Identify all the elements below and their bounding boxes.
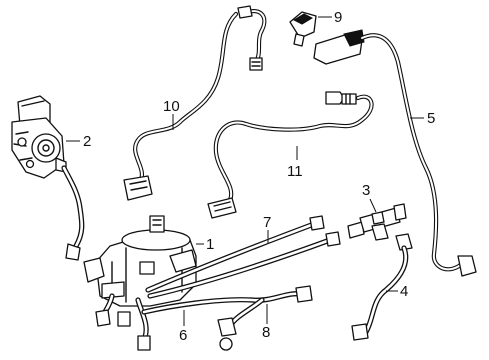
purge-pump-assembly: [11, 95, 67, 179]
hose-6: [141, 285, 313, 315]
callout-8: 8: [262, 324, 270, 341]
callout-4: 4: [400, 283, 408, 300]
callout-1: 1: [206, 236, 214, 253]
sensor-9: [289, 11, 317, 47]
callout-9: 9: [334, 9, 342, 26]
sensor-harness-11: [207, 91, 374, 219]
callout-7: 7: [263, 214, 271, 231]
callout-5: 5: [427, 110, 435, 127]
sensor-harness-5: [313, 29, 477, 277]
pump-hose: [61, 165, 85, 261]
callout-6: 6: [179, 327, 187, 344]
sensor-harness-10: [123, 5, 267, 201]
callout-10: 10: [163, 98, 180, 115]
hose-4: [351, 233, 413, 341]
callout-labels: 1 2 3 4 5 6 7 8 9 10 11: [83, 9, 435, 344]
canister-hose: [95, 293, 151, 351]
t-connector-3: [347, 203, 407, 241]
callout-2: 2: [83, 133, 91, 150]
callout-11: 11: [287, 163, 303, 180]
callout-3: 3: [362, 182, 370, 199]
leader-lines: [66, 16, 424, 326]
hose-8: [217, 297, 265, 351]
hose-7: [145, 215, 341, 299]
canister-1: [83, 215, 197, 307]
